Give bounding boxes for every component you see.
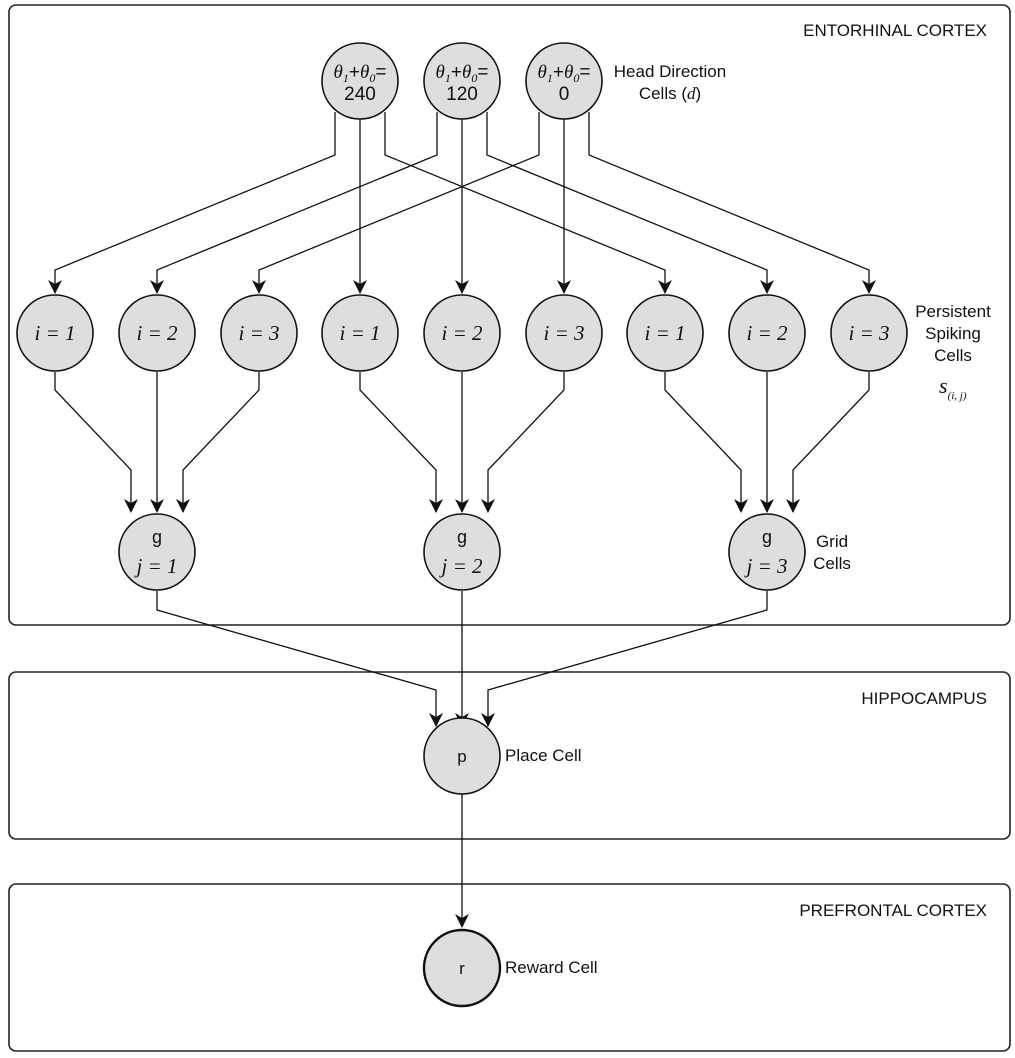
- hd-formula: θ1+θ0=: [436, 62, 489, 85]
- connection-hd2-ps8: [486, 112, 774, 294]
- prefrontal-cortex-title: PREFRONTAL CORTEX: [799, 901, 987, 920]
- persistent-label-line2: Spiking: [925, 324, 981, 343]
- place-cell: p: [423, 717, 501, 795]
- head-direction-cell: θ1+θ0= 120: [423, 42, 501, 120]
- reward-cell-label: Reward Cell: [505, 958, 598, 977]
- hd-value: 120: [446, 84, 478, 105]
- hippocampus-title: HIPPOCAMPUS: [861, 689, 987, 708]
- connection-ps3-g1: [176, 372, 260, 513]
- connection-g1-place: [156, 591, 443, 727]
- grid-index: j = 2: [438, 554, 483, 578]
- connection-hd1-ps1: [48, 112, 336, 294]
- ps-index: i = 1: [34, 321, 75, 345]
- connection-hd3-ps9: [588, 112, 876, 294]
- grid-label-line1: Grid: [816, 532, 848, 551]
- persistent-spiking-cell: i = 2: [423, 294, 501, 372]
- prefrontal-cortex-region: [8, 883, 1011, 1052]
- persistent-spiking-cell: i = 3: [525, 294, 603, 372]
- connection-g3-place: [481, 591, 768, 727]
- persistent-spiking-connections: [54, 372, 870, 513]
- persistent-spiking-cell: i = 1: [626, 294, 704, 372]
- persistent-label-line3: Cells: [934, 346, 972, 365]
- ps-index: i = 3: [848, 321, 889, 345]
- grid-letter: g: [457, 527, 467, 547]
- place-letter: p: [457, 747, 466, 766]
- grid-index: j = 3: [743, 554, 787, 578]
- persistent-label-line1: Persistent: [915, 302, 991, 321]
- ps-index: i = 1: [339, 321, 380, 345]
- ps-index: i = 3: [238, 321, 279, 345]
- connection-ps4-g2: [359, 372, 443, 513]
- head-direction-connections: [48, 112, 876, 294]
- connection-ps6-g2: [481, 372, 565, 513]
- ps-index: i = 1: [644, 321, 685, 345]
- hd-formula: θ1+θ0=: [538, 62, 591, 85]
- hd-formula: θ1+θ0=: [334, 62, 387, 85]
- ps-index: i = 2: [136, 321, 178, 345]
- grid-letter: g: [152, 527, 162, 547]
- connection-ps9-g3: [786, 372, 870, 513]
- connection-ps7-g3: [664, 372, 748, 513]
- grid-index: j = 1: [133, 554, 177, 578]
- head-direction-cell: θ1+θ0= 240: [321, 42, 399, 120]
- hd-value: 240: [344, 84, 376, 105]
- connection-hd1-ps7: [384, 112, 672, 294]
- persistent-spiking-cell: i = 1: [16, 294, 94, 372]
- head-direction-cell: θ1+θ0= 0: [525, 42, 603, 120]
- hippocampus-region: [8, 671, 1011, 840]
- hd-value: 0: [559, 84, 570, 105]
- connection-hd2-ps2: [150, 112, 438, 294]
- ps-index: i = 3: [543, 321, 584, 345]
- entorhinal-cortex-region: [8, 4, 1011, 626]
- persistent-symbol: s(i, j): [939, 373, 967, 402]
- ps-index: i = 2: [746, 321, 788, 345]
- grid-cell: g j = 2: [423, 513, 501, 591]
- persistent-spiking-cell: i = 1: [321, 294, 399, 372]
- ps-index: i = 2: [441, 321, 483, 345]
- persistent-spiking-cell: i = 2: [728, 294, 806, 372]
- persistent-spiking-cell: i = 3: [220, 294, 298, 372]
- head-direction-label: Head Direction: [614, 62, 726, 81]
- reward-cell: r: [422, 928, 502, 1008]
- connection-hd3-ps3: [252, 112, 540, 294]
- grid-cell: g j = 3: [728, 513, 806, 591]
- persistent-spiking-cell: i = 2: [118, 294, 196, 372]
- place-cell-label: Place Cell: [505, 746, 582, 765]
- output-connections: [156, 591, 768, 928]
- reward-letter: r: [459, 959, 465, 978]
- grid-label-line2: Cells: [813, 554, 851, 573]
- entorhinal-cortex-title: ENTORHINAL CORTEX: [803, 21, 987, 40]
- grid-cell: g j = 1: [118, 513, 196, 591]
- grid-letter: g: [762, 527, 772, 547]
- persistent-spiking-cell: i = 3: [830, 294, 908, 372]
- connection-ps1-g1: [54, 372, 138, 513]
- head-direction-label-line2: Cells (d): [639, 84, 701, 103]
